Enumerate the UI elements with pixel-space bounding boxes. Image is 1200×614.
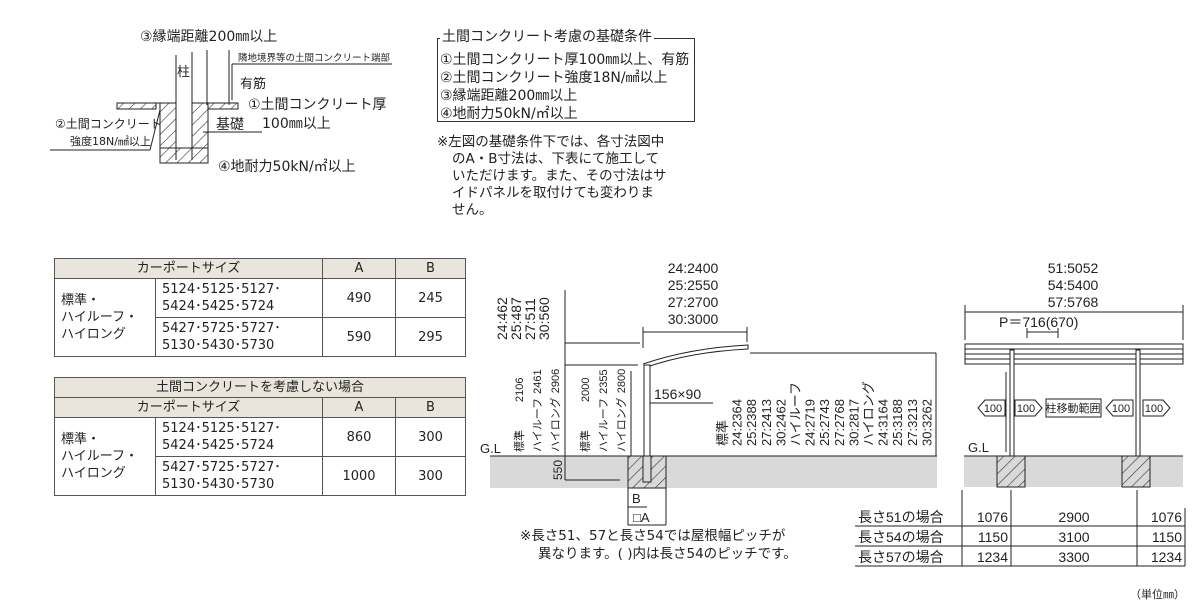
width-dim: 24:2400 — [668, 260, 719, 276]
front-height-label: 25:2388 — [744, 399, 759, 446]
note-line: いただけます。また、その寸法はサ — [452, 168, 667, 184]
note-line: イドパネルを取付けても変わりま — [452, 185, 654, 201]
conditions-title: 土間コンクリート考慮の基礎条件 — [440, 29, 654, 45]
post-spacing-value: 1234 — [1151, 549, 1182, 565]
length-dim: 54:5400 — [1048, 277, 1099, 293]
move-range-label: 柱移動範囲 — [1046, 401, 1101, 415]
overhang-dim: 30:560 — [536, 297, 552, 340]
condition-item: ④地耐力50kN/㎡以上 — [440, 106, 578, 122]
move-arrow-right: 100 — [1017, 403, 1035, 415]
slab-thickness-value: 100㎜以上 — [262, 116, 331, 132]
note-line: せん。 — [452, 202, 493, 218]
front-height-label: 標準 — [715, 420, 730, 446]
height-label: 標準2106 — [512, 378, 526, 452]
header-b: B — [395, 397, 466, 418]
front-height-label: 24:2719 — [803, 399, 818, 446]
foundation-label: 基礎 — [216, 117, 244, 133]
header-size: カーポートサイズ — [54, 397, 323, 418]
length-case-label: 長さ54の場合 — [858, 529, 944, 545]
pitch-label: P＝716(670) — [999, 314, 1078, 330]
rebar-label: 有筋 — [240, 77, 267, 92]
front-height-label: 30:2462 — [773, 399, 788, 446]
height-label: ハイルーフ2461 — [532, 369, 544, 452]
slab-strength-label: ②土間コンクリート — [55, 117, 162, 131]
width-dim: 30:3000 — [668, 311, 719, 327]
sizes: 5124･5125･5127･5424･5425･5724 — [155, 417, 323, 457]
condition-item: ②土間コンクリート強度18N/㎟以上 — [440, 70, 668, 86]
length-dim: 51:5052 — [1048, 260, 1099, 276]
pitch-note: ※長さ51、57と長さ54では屋根幅ピッチが — [520, 528, 786, 544]
header-a: A — [322, 397, 396, 418]
front-height-label: 27:3213 — [905, 399, 920, 446]
sizes: 5427･5725･5727･5130･5430･5730 — [155, 456, 323, 496]
front-height-label: ハイロング — [861, 381, 876, 446]
post-spacing-value: 1234 — [977, 549, 1008, 565]
post-spacing-value: 3100 — [1058, 529, 1089, 545]
condition-item: ③縁端距離200㎜以上 — [440, 88, 578, 104]
height-label: ハイロング2906 — [548, 369, 562, 452]
post-spacing-value: 1076 — [977, 509, 1008, 525]
overhang-dim: 27:511 — [522, 298, 538, 340]
slab-strength-value: 強度18N/㎟以上 — [70, 135, 151, 148]
length-case-label: 長さ51の場合 — [858, 509, 944, 525]
post-spacing-value: 1150 — [978, 529, 1008, 545]
header-b: B — [395, 258, 466, 279]
bearing-label: ④地耐力50kN/㎡以上 — [218, 159, 356, 175]
slab-thickness-label: ①土間コンクリート厚 — [248, 97, 387, 113]
sizes: 5427･5725･5727･5130･5430･5730 — [155, 317, 323, 357]
height-label: 標準2000 — [578, 378, 592, 452]
gl-label: G.L — [480, 441, 501, 456]
width-dim: 27:2700 — [668, 294, 719, 310]
boundary-note: 隣地境界等の土間コンクリート端部 — [238, 53, 391, 64]
row-label: 標準・ハイルーフ・ハイロング — [54, 417, 156, 496]
front-height-label: ハイルーフ — [788, 382, 803, 446]
value-b: 300 — [395, 456, 466, 496]
front-height-label: 27:2768 — [832, 399, 847, 446]
gl-label: G.L — [968, 440, 989, 455]
front-height-label: 24:2364 — [730, 399, 745, 446]
front-height-label: 27:2413 — [759, 399, 774, 446]
condition-item: ①土間コンクリート厚100㎜以上、有筋 — [440, 52, 690, 68]
width-dim: 25:2550 — [668, 277, 719, 293]
pitch-note: 異なります。( )内は長さ54のピッチです。 — [538, 546, 797, 562]
move-arrow-left: 100 — [984, 403, 1002, 415]
value-a: 490 — [322, 278, 396, 318]
move-arrow-right: 100 — [1145, 403, 1163, 415]
header-size: カーポートサイズ — [54, 258, 323, 279]
front-height-label: 30:3262 — [919, 399, 934, 446]
post-spacing-value: 1076 — [1151, 509, 1182, 525]
post-spacing-value: 1150 — [1152, 529, 1182, 545]
length-dim: 57:5768 — [1048, 294, 1099, 310]
post-spacing-value: 3300 — [1058, 549, 1089, 565]
a-label: □A — [633, 510, 650, 525]
post-size: 156×90 — [654, 386, 701, 402]
row-label: 標準・ハイルーフ・ハイロング — [54, 278, 156, 357]
value-b: 300 — [395, 417, 466, 457]
sizes: 5124･5125･5127･5424･5425･5724 — [155, 278, 323, 318]
post-label: 柱 — [177, 65, 191, 80]
value-b: 295 — [395, 317, 466, 357]
note-line: のA・B寸法は、下表にて施工して — [452, 151, 660, 167]
height-label: ハイルーフ2355 — [598, 369, 610, 452]
overhang-dim: 24:462 — [494, 297, 510, 340]
front-height-label: 30:2817 — [846, 399, 861, 446]
unit-label: （単位㎜） — [1130, 587, 1185, 601]
b-label: B — [632, 491, 641, 506]
front-height-label: 25:2743 — [817, 399, 832, 446]
height-label: ハイロング2800 — [614, 369, 628, 452]
front-height-label: 25:3188 — [890, 399, 905, 446]
value-a: 1000 — [322, 456, 396, 496]
post-spacing-value: 2900 — [1058, 509, 1089, 525]
length-case-label: 長さ57の場合 — [858, 549, 944, 565]
front-height-label: 24:3164 — [876, 399, 891, 446]
move-arrow-left: 100 — [1112, 403, 1130, 415]
note-line: ※左図の基礎条件下では、各寸法図中 — [437, 134, 665, 150]
depth-label: 550 — [551, 460, 565, 480]
overhang-dim: 25:487 — [508, 297, 524, 340]
edge-distance-label: ③縁端距離200㎜以上 — [140, 29, 278, 45]
